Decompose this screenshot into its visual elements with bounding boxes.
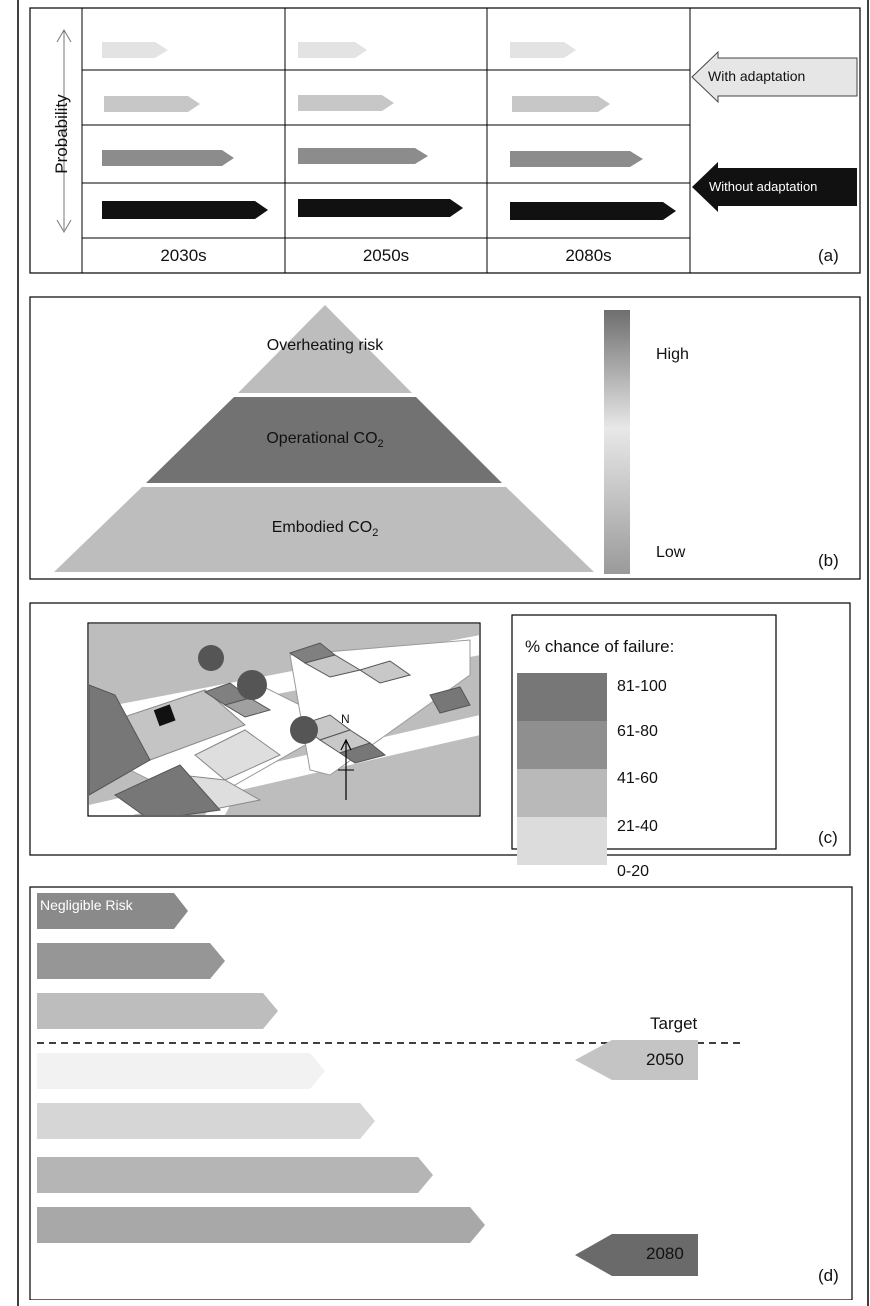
- panel-b: [29, 296, 861, 580]
- probability-arrow: [56, 29, 72, 233]
- layer-label-overheating: Overheating risk: [266, 337, 384, 354]
- legend-swatch-0: [517, 673, 607, 721]
- layer-label-embodied: Embodied CO2: [271, 519, 379, 540]
- year-2050-label: 2050: [646, 1050, 684, 1069]
- north-label: N: [341, 712, 350, 726]
- arrow-2080s-row4: [510, 202, 676, 220]
- with-adaptation-label: With adaptation: [708, 68, 806, 84]
- panel-d-frame: [29, 886, 853, 1300]
- legend-range-0: 81-100: [617, 678, 667, 695]
- panel-a-grid: [81, 8, 691, 273]
- legend-title: % chance of failure:: [525, 637, 675, 656]
- pyramid-top-layer: [238, 305, 412, 393]
- panel-c-label: (c): [818, 828, 838, 847]
- risk-band-7: [37, 1207, 485, 1243]
- probability-label: Probability: [52, 94, 71, 174]
- year-2080-label: 2080: [646, 1244, 684, 1263]
- panel-b-frame: [29, 296, 861, 580]
- decade-2030s: 2030s: [160, 246, 207, 265]
- risk-band-4: [37, 1053, 325, 1089]
- arrow-2030s-row4: [102, 201, 268, 219]
- target-label: Target: [650, 1014, 698, 1033]
- arrow-2080s-row1: [510, 42, 576, 58]
- scale-high-label: High: [656, 346, 689, 363]
- decade-2080s: 2080s: [565, 246, 612, 265]
- arrow-2050s-row2: [298, 95, 394, 111]
- legend-swatch-1: [517, 721, 607, 769]
- pyramid-bottom-layer: [54, 487, 594, 572]
- arrow-2030s-row1: [102, 42, 168, 58]
- legend-swatches: [517, 673, 607, 865]
- panel-c: [29, 602, 851, 865]
- panel-b-label: (b): [818, 551, 839, 570]
- arrow-2030s-row3: [102, 150, 234, 166]
- arrow-2050s-row4: [298, 199, 463, 217]
- legend-range-1: 61-80: [617, 723, 658, 740]
- panel-d-label: (d): [818, 1266, 839, 1285]
- decade-2050s: 2050s: [362, 246, 410, 265]
- risk-band-3: [37, 993, 278, 1029]
- pyramid-middle-layer: [146, 397, 502, 483]
- layer-label-operational: Operational CO2: [266, 430, 384, 451]
- arrow-2080s-row3: [510, 151, 643, 167]
- risk-band-5: [37, 1103, 375, 1139]
- legend-swatch-2: [517, 769, 607, 817]
- scale-low-label: Low: [656, 544, 686, 561]
- panel-a-frame: [29, 7, 861, 274]
- legend-range-4: 0-20: [617, 863, 650, 880]
- legend-range-2: 41-60: [617, 770, 658, 787]
- with-adaptation-arrow: [691, 50, 858, 104]
- panel-d: [29, 886, 853, 1300]
- arrow-2030s-row2: [104, 96, 200, 112]
- marker-2050: [575, 1040, 698, 1080]
- risk-band-6: [37, 1157, 433, 1193]
- marker-2080: [575, 1234, 698, 1276]
- site-map: [87, 622, 481, 817]
- arrow-2050s-row1: [298, 42, 367, 58]
- panel-a: [29, 7, 861, 274]
- arrow-2080s-row2: [512, 96, 610, 112]
- risk-band-1: [37, 893, 188, 929]
- negligible-risk-label: Negligible Risk: [40, 897, 133, 913]
- arrow-2050s-row3: [298, 148, 428, 164]
- legend-range-3: 21-40: [617, 818, 658, 835]
- risk-band-2: [37, 943, 225, 979]
- panel-a-label: (a): [818, 246, 839, 265]
- risk-scale-bar: [604, 310, 630, 574]
- legend-swatch-3: [517, 817, 607, 865]
- without-adaptation-arrow: [692, 162, 857, 212]
- without-adaptation-label: Without adaptation: [709, 179, 818, 194]
- panel-c-frame: [29, 602, 851, 856]
